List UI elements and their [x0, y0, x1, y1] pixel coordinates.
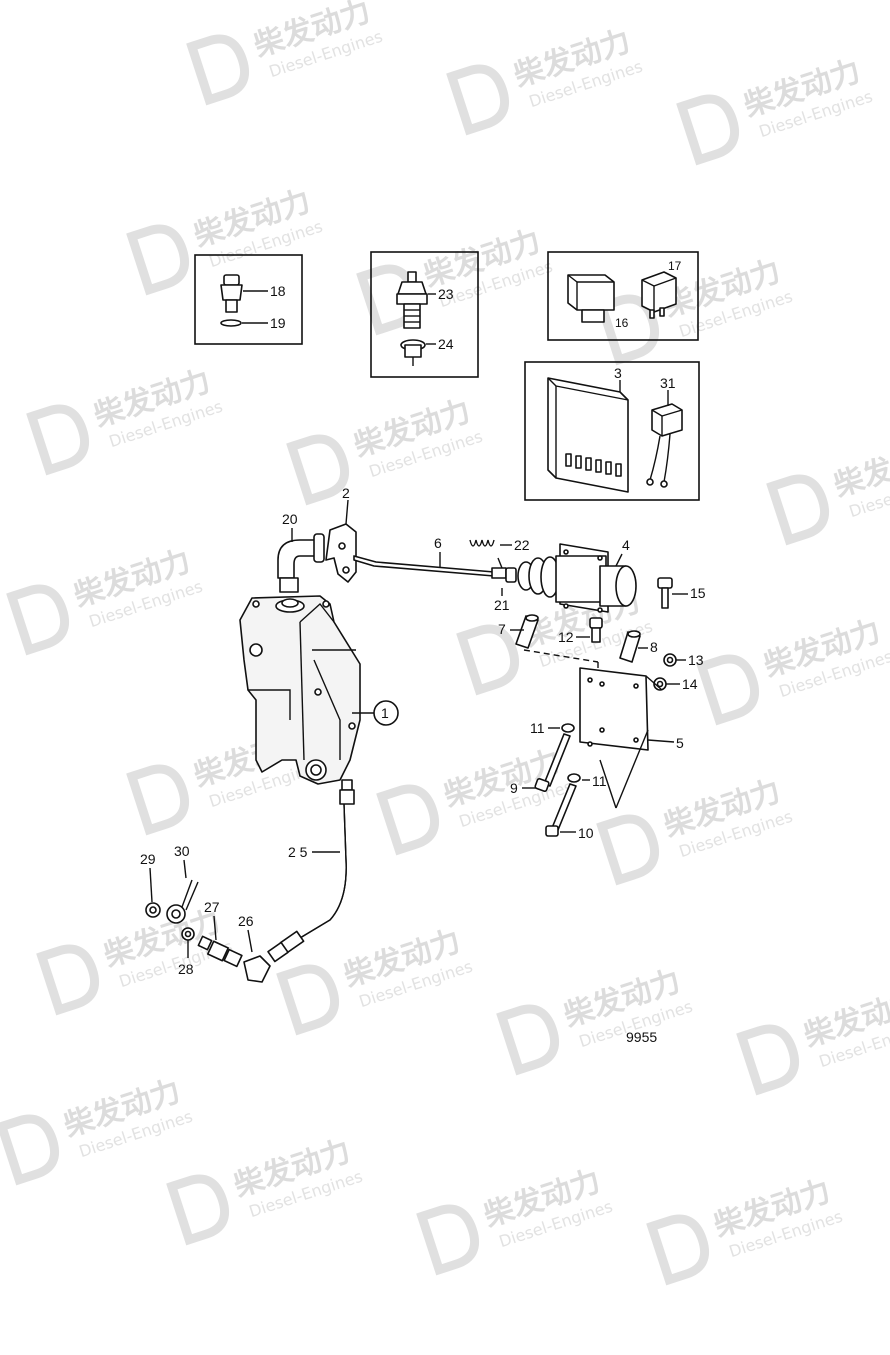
spacer-8 — [619, 630, 641, 663]
callout-16: 16 — [615, 316, 629, 330]
callout-30: 30 — [174, 843, 190, 859]
callout-29: 29 — [140, 851, 156, 867]
relay-16 — [567, 274, 615, 323]
watermark-mark: 柴发动力 Diesel-Engines — [276, 924, 475, 1036]
elbow-fitting-20 — [277, 533, 325, 593]
watermark-mark: 柴发动力 Diesel-Engines — [416, 1164, 615, 1276]
callout-12: 12 — [558, 629, 574, 645]
watermark-mark: 柴发动力 Diesel-Engines — [646, 1174, 845, 1286]
o-ring-19 — [220, 319, 242, 327]
nut-13 — [663, 653, 677, 667]
callout-8: 8 — [650, 639, 658, 655]
callout-28: 28 — [178, 961, 194, 977]
nut-21 — [505, 567, 517, 583]
temperature-sensor-23 — [396, 271, 428, 329]
bolt-9 — [534, 733, 571, 792]
nipple-27 — [197, 935, 243, 968]
watermark-mark: 柴发动力 Diesel-Engines — [446, 24, 645, 136]
spring-22 — [469, 539, 495, 547]
watermark-mark: 柴发动力 Diesel-Engines — [166, 1134, 365, 1246]
watermark-mark: 柴发动力 Diesel-Engines — [696, 614, 890, 726]
callout-3: 3 — [614, 365, 622, 381]
pressure-sensor-18 — [220, 274, 243, 313]
callout-19: 19 — [270, 315, 286, 331]
inset-box-sensor-23: 23 24 — [370, 251, 479, 378]
watermark-mark: 柴发动力 Diesel-Engines — [0, 1074, 195, 1186]
callout-18: 18 — [270, 283, 286, 299]
callout-15: 15 — [690, 585, 706, 601]
callout-6: 6 — [434, 535, 442, 551]
mounting-plate-5 — [579, 667, 663, 809]
callout-21: 21 — [494, 597, 510, 613]
adapter-24 — [400, 339, 426, 366]
callout-31: 31 — [660, 375, 676, 391]
watermark-mark: 柴发动力 Diesel-Engines — [496, 964, 695, 1076]
drawing-number: 9955 — [626, 1029, 657, 1045]
banjo-fitting-30 — [166, 879, 199, 924]
governor-housing-assembly — [239, 595, 361, 785]
watermark-layer: 柴发动力 Diesel-Engines 柴发动力 Diesel-Engines … — [0, 0, 890, 1286]
lever-bracket-2 — [325, 523, 357, 583]
callout-26: 26 — [238, 913, 254, 929]
watermark-mark: 柴发动力 Diesel-Engines — [736, 984, 890, 1096]
callout-2: 2 — [342, 485, 350, 501]
callout-17: 17 — [668, 259, 682, 273]
callout-14: 14 — [682, 676, 698, 692]
callout-13: 13 — [688, 652, 704, 668]
screw-12 — [589, 617, 603, 643]
relay-31 — [646, 403, 683, 488]
watermark-mark: 柴发动力 Diesel-Engines — [766, 434, 890, 546]
watermark-mark: 柴发动力 Diesel-Engines — [286, 394, 485, 506]
inset-box-relays: 16 17 — [547, 251, 699, 341]
bolt-15 — [657, 577, 673, 609]
callout-10: 10 — [578, 825, 594, 841]
watermark-mark: 柴发动力 Diesel-Engines — [26, 364, 225, 476]
bolt-10 — [545, 783, 577, 837]
watermark-mark: 柴发动力 Diesel-Engines — [356, 224, 555, 336]
callout-4: 4 — [622, 537, 630, 553]
inset-box-control-unit: 3 31 — [524, 361, 700, 501]
control-unit-3 — [547, 377, 629, 493]
spacer-7 — [515, 614, 539, 649]
watermark-mark: 柴发动力 Diesel-Engines — [6, 544, 205, 656]
callout-27: 27 — [204, 899, 220, 915]
watermark-mark: 柴发动力 Diesel-Engines — [596, 774, 795, 886]
inset-box-sensor-18: 18 19 — [194, 254, 303, 345]
washer-29 — [145, 902, 161, 918]
callout-24: 24 — [438, 336, 454, 352]
dashed-guides — [523, 649, 599, 672]
washer-28 — [181, 927, 195, 941]
callout-20: 20 — [282, 511, 298, 527]
callout-11-lower: 11 — [592, 773, 607, 789]
solenoid-4 — [517, 543, 637, 613]
callout-1: 1 — [381, 705, 389, 721]
watermark-mark: 柴发动力 Diesel-Engines — [676, 54, 875, 166]
elbow-26 — [243, 955, 271, 983]
callout-25: 2 5 — [288, 844, 308, 860]
hose-25 — [267, 779, 355, 963]
watermark-mark: 柴发动力 Diesel-Engines — [36, 904, 235, 1016]
control-rod-6 — [353, 555, 507, 579]
callout-23: 23 — [438, 286, 454, 302]
relay-17 — [641, 271, 677, 319]
washer-11-lower — [567, 773, 581, 783]
watermark-mark: 柴发动力 Diesel-Engines — [186, 0, 385, 106]
callout-9: 9 — [510, 780, 518, 796]
callout-5: 5 — [676, 735, 684, 751]
callout-22: 22 — [514, 537, 530, 553]
callout-7: 7 — [498, 621, 506, 637]
washer-11-upper — [561, 723, 575, 733]
callout-11-upper: 11 — [530, 720, 545, 736]
